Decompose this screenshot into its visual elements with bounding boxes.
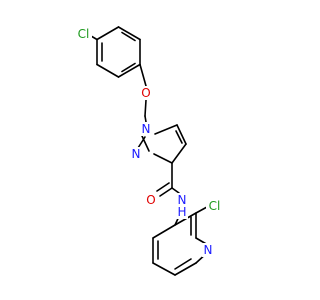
molecule-structure: Cl O N N O N H Cl N [75, 26, 223, 276]
svg-text:N: N [132, 147, 141, 161]
svg-text:N: N [142, 122, 151, 136]
atom-label-cl-top: Cl [75, 27, 92, 41]
bond [117, 26, 141, 41]
chlorophenyl-ring [96, 26, 141, 78]
bond [154, 124, 178, 135]
bond [176, 124, 187, 145]
atom-label-n1: N [140, 122, 152, 136]
bond [156, 182, 170, 192]
atom-label-n-pyridine: N [202, 243, 214, 257]
bond [171, 187, 180, 194]
bond [139, 63, 147, 87]
bond [121, 31, 136, 42]
bond [96, 63, 120, 78]
svg-text:H: H [177, 205, 186, 219]
bond [96, 26, 120, 41]
bond [159, 187, 173, 197]
bond [174, 262, 197, 276]
bond [144, 115, 147, 123]
bond [117, 63, 141, 78]
svg-text:Cl: Cl [209, 199, 221, 213]
atom-label-nh: N H [176, 193, 188, 219]
svg-text:O: O [146, 193, 155, 207]
bond [153, 153, 173, 164]
bond [152, 224, 176, 239]
svg-text:N: N [204, 243, 213, 257]
atom-label-cl-bottom: Cl [206, 199, 223, 213]
atom-label-o-carbonyl: O [145, 193, 157, 207]
pyrazole-ring [137, 124, 187, 164]
svg-text:O: O [141, 86, 150, 100]
chloropyridine-ring [152, 212, 209, 276]
atom-label-n2: N [130, 147, 142, 161]
svg-text:Cl: Cl [78, 27, 90, 41]
atom-label-o-ether: O [140, 86, 152, 100]
bond [195, 206, 208, 214]
bond [121, 62, 136, 73]
bond [144, 99, 147, 117]
svg-text:N: N [178, 193, 187, 207]
bond [152, 262, 176, 276]
bond [171, 143, 187, 164]
bond [141, 135, 150, 152]
bond [175, 130, 183, 144]
bond [174, 258, 192, 270]
